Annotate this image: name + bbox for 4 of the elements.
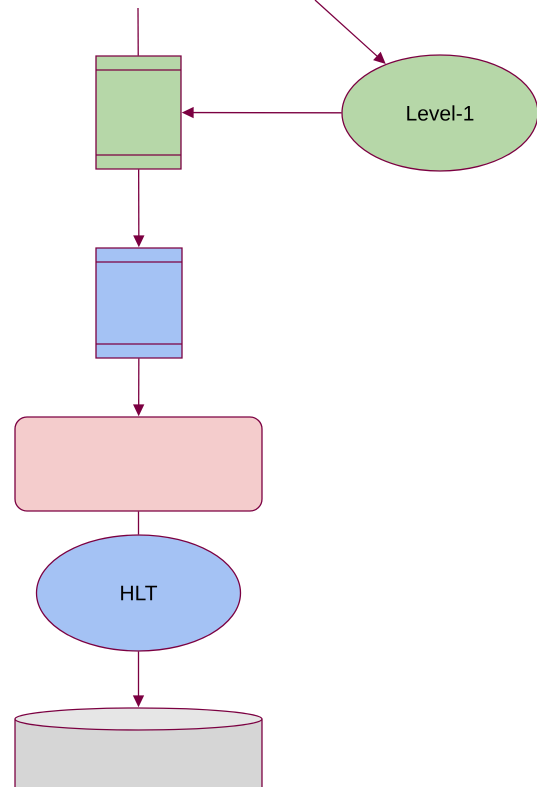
buffer-box xyxy=(95,55,182,170)
storage-cylinder xyxy=(14,707,263,787)
process-box xyxy=(14,416,263,512)
buffer-box xyxy=(95,247,183,359)
